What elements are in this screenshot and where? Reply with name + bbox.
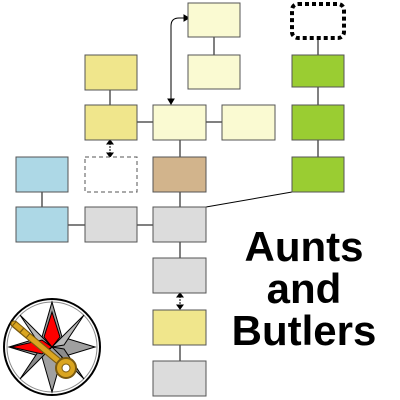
- box-dashed-placeholder: [84, 156, 138, 193]
- box-green-1: [291, 54, 345, 88]
- box-gray-center: [152, 206, 207, 243]
- box-top-pale-yellow: [187, 2, 241, 38]
- box-gray-bottom: [152, 360, 207, 397]
- box-khaki-left: [84, 104, 138, 141]
- title-line-1: Aunts: [244, 223, 364, 270]
- box-tan: [152, 156, 207, 193]
- box-dotted-placeholder: [290, 2, 346, 40]
- box-light-blue-lower: [15, 206, 69, 243]
- box-green-2: [291, 104, 345, 141]
- box-light-blue-upper: [15, 156, 69, 193]
- box-khaki-left-upper: [84, 54, 138, 91]
- title-line-2: and: [266, 265, 342, 312]
- box-gray-middle: [152, 257, 207, 294]
- spouse-arrows: [106, 14, 190, 310]
- title-line-3: Butlers: [231, 307, 377, 354]
- tree-boxes: [15, 2, 345, 397]
- box-green-3: [291, 156, 345, 193]
- box-pale-yellow-right: [221, 104, 276, 141]
- connector-lines: [41, 17, 319, 361]
- page-title: Aunts and Butlers: [214, 226, 394, 352]
- compass-rose-key-icon: [3, 298, 101, 396]
- box-gray-left: [84, 206, 138, 243]
- box-pale-yellow-center: [152, 104, 207, 141]
- box-khaki-lower: [152, 309, 207, 346]
- box-pale-yellow-upper: [187, 54, 241, 90]
